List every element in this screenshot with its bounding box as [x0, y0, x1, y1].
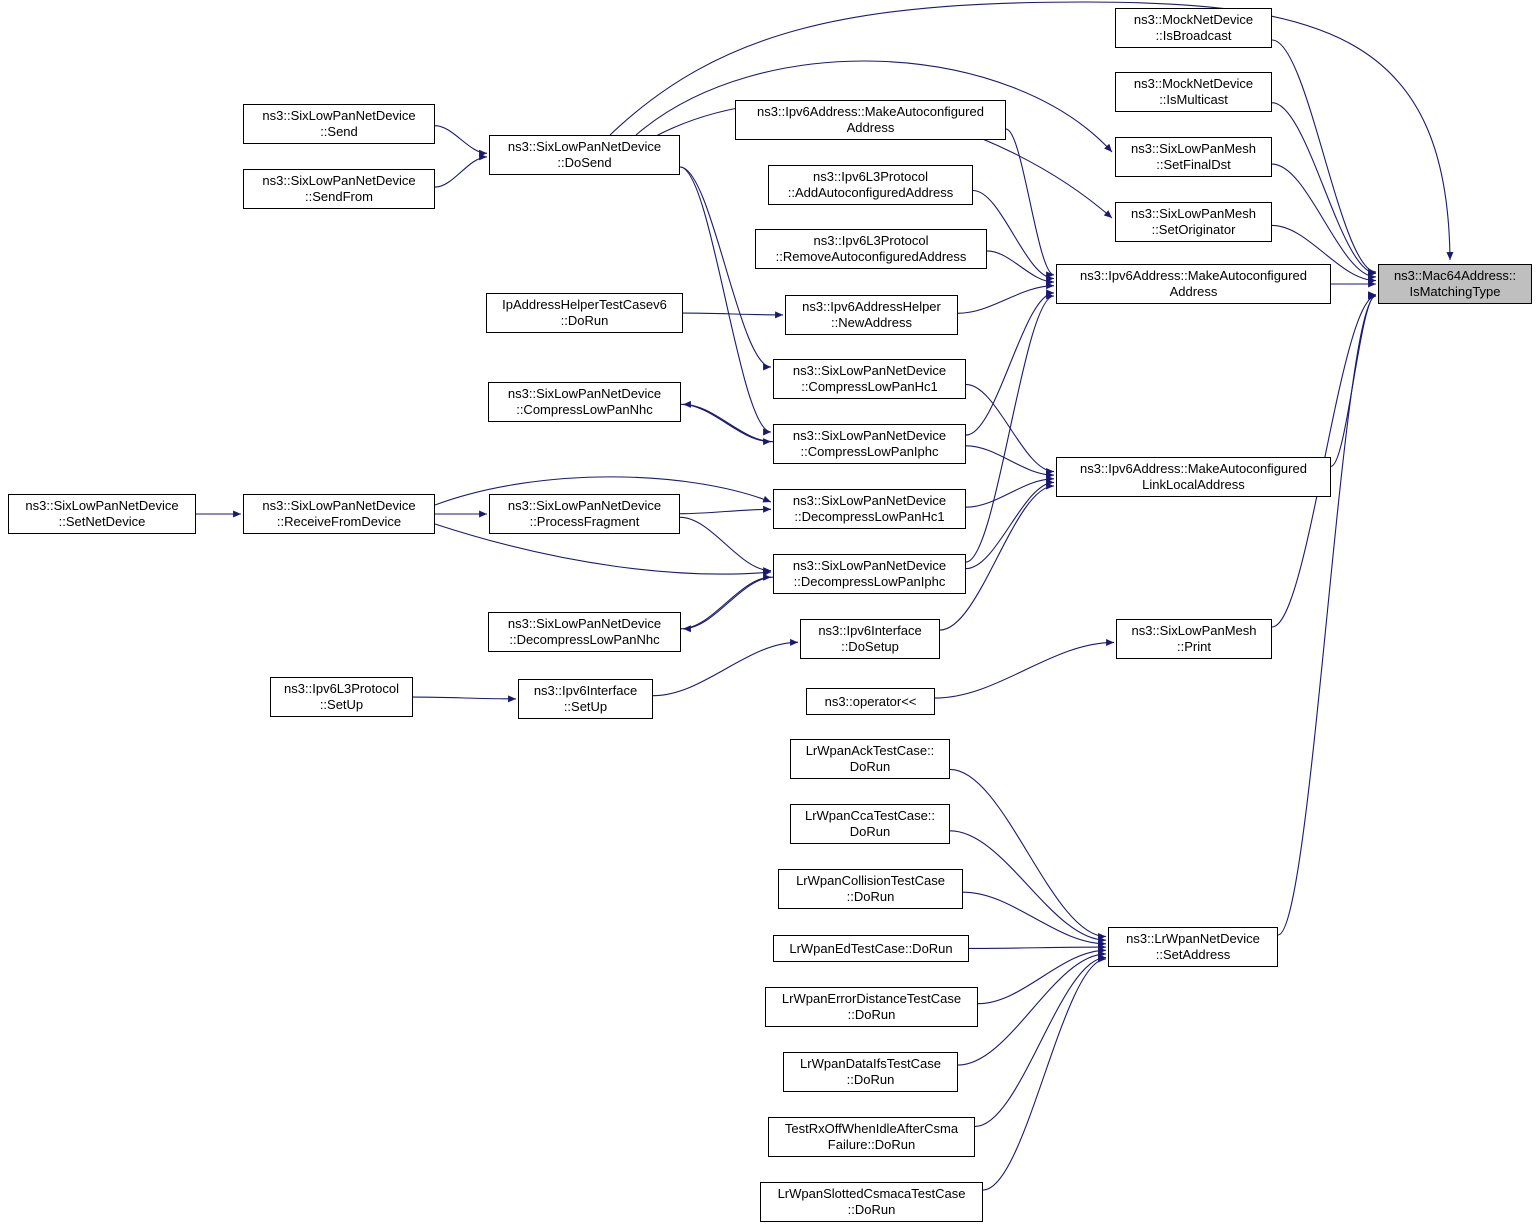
edge-decomphc1->linklocal	[965, 475, 1055, 508]
node-operator-stream[interactable]: ns3::operator<<	[806, 688, 935, 715]
edge-dosend->compressiphc	[679, 166, 772, 436]
node-ipv6interface-setup[interactable]: ns3::Ipv6Interface ::SetUp	[518, 679, 653, 719]
node-lrwpanedtestcase-dorun[interactable]: LrWpanEdTestCase::DoRun	[773, 935, 969, 962]
node-ipv6interface-dosetup[interactable]: ns3::Ipv6Interface ::DoSetup	[800, 619, 940, 659]
node-sixlowpan-send[interactable]: ns3::SixLowPanNetDevice ::Send	[243, 104, 435, 144]
node-makeautoconfiguredaddress-overload[interactable]: ns3::Ipv6Address::MakeAutoconfigured Add…	[735, 100, 1006, 140]
edge-makeauto_top->makeauto_mid	[1005, 128, 1055, 279]
node-addautoconfiguredaddress[interactable]: ns3::Ipv6L3Protocol ::AddAutoconfiguredA…	[768, 165, 973, 205]
edge-decompiphc->makeauto_mid	[965, 292, 1055, 563]
edge-compresshc1->linklocal	[965, 383, 1055, 476]
node-removeautoconfiguredaddress[interactable]: ns3::Ipv6L3Protocol ::RemoveAutoconfigur…	[755, 229, 987, 269]
node-lrwpanccatestcase-dorun[interactable]: LrWpanCcaTestCase:: DoRun	[790, 804, 950, 844]
node-decompresslowpannhc[interactable]: ns3::SixLowPanNetDevice ::DecompressLowP…	[488, 612, 681, 652]
edge-newaddress->makeauto_mid	[957, 282, 1055, 314]
edge-isbroadcast->ismatchingtype	[1271, 39, 1377, 276]
edge-slottedtest->setaddress	[982, 955, 1107, 1191]
node-mocknetdevice-isbroadcast[interactable]: ns3::MockNetDevice ::IsBroadcast	[1115, 8, 1272, 48]
node-sixlowpanmesh-setoriginator[interactable]: ns3::SixLowPanMesh ::SetOriginator	[1115, 202, 1272, 242]
edge-compressiphc->linklocal	[965, 445, 1055, 479]
node-receivefromdevice[interactable]: ns3::SixLowPanNetDevice ::ReceiveFromDev…	[243, 494, 435, 534]
node-sixlowpan-dosend[interactable]: ns3::SixLowPanNetDevice ::DoSend	[489, 135, 680, 175]
node-processfragment[interactable]: ns3::SixLowPanNetDevice ::ProcessFragmen…	[489, 494, 680, 534]
edge-iptestcase->newaddress	[682, 311, 784, 319]
edge-send->dosend	[434, 125, 488, 157]
edge-sendfrom->dosend	[434, 153, 488, 188]
node-compresslowpannhc[interactable]: ns3::SixLowPanNetDevice ::CompressLowPan…	[488, 382, 681, 422]
edge-linklocal->ismatchingtype	[1330, 291, 1377, 467]
node-lrwpannetdevice-setaddress[interactable]: ns3::LrWpanNetDevice ::SetAddress	[1108, 927, 1278, 967]
edge-edtest->setaddress	[968, 943, 1107, 951]
edge-setfinaldst->ismatchingtype	[1271, 163, 1377, 281]
edge-decompiphc->linklocal	[965, 478, 1055, 570]
node-mocknetdevice-ismulticast[interactable]: ns3::MockNetDevice ::IsMulticast	[1115, 72, 1272, 112]
node-decompresslowpaniphc[interactable]: ns3::SixLowPanNetDevice ::DecompressLowP…	[773, 554, 966, 594]
node-lrwpandataifstestcase-dorun[interactable]: LrWpanDataIfsTestCase ::DoRun	[783, 1052, 958, 1092]
node-compresslowpaniphc[interactable]: ns3::SixLowPanNetDevice ::CompressLowPan…	[773, 424, 966, 464]
node-decompresslowpanhc1[interactable]: ns3::SixLowPanNetDevice ::DecompressLowP…	[773, 489, 966, 529]
node-ipv6addresshelper-newaddress[interactable]: ns3::Ipv6AddressHelper ::NewAddress	[785, 295, 958, 335]
node-lrwpanacktestcase-dorun[interactable]: LrWpanAckTestCase:: DoRun	[790, 739, 950, 779]
edge-removeauto->makeauto_mid	[986, 250, 1055, 286]
node-lrwpancollisiontestcase-dorun[interactable]: LrWpanCollisionTestCase ::DoRun	[778, 869, 963, 909]
node-lrwpanslottedcsmacatestcase-dorun[interactable]: LrWpanSlottedCsmacaTestCase ::DoRun	[760, 1182, 983, 1222]
edge-compressiphc->compressnhc	[682, 400, 774, 443]
node-makeautoconfiguredaddress[interactable]: ns3::Ipv6Address::MakeAutoconfigured Add…	[1056, 264, 1331, 304]
node-sixlowpanmesh-setfinaldst[interactable]: ns3::SixLowPanMesh ::SetFinalDst	[1115, 137, 1272, 177]
edge-compressiphc->makeauto_mid	[965, 289, 1055, 436]
edge-ccatest->setaddress	[949, 830, 1107, 944]
node-ipv6l3protocol-setup[interactable]: ns3::Ipv6L3Protocol ::SetUp	[270, 677, 413, 717]
node-compresslowpanhc1[interactable]: ns3::SixLowPanNetDevice ::CompressLowPan…	[773, 359, 966, 399]
node-sixlowpanmesh-print[interactable]: ns3::SixLowPanMesh ::Print	[1116, 619, 1272, 659]
edge-dataifstest->setaddress	[957, 950, 1107, 1066]
edge-operator->print	[934, 638, 1115, 699]
edge-compressnhc->compressiphc	[680, 403, 772, 446]
node-lrwpanerrordistancetestcase-dorun[interactable]: LrWpanErrorDistanceTestCase ::DoRun	[765, 987, 978, 1027]
edge-collisiontest->setaddress	[962, 891, 1107, 948]
edge-setaddress->ismatchingtype	[1277, 292, 1377, 936]
edge-rxofftest->setaddress	[974, 954, 1107, 1127]
edge-errordistancetest->setaddress	[977, 946, 1107, 1005]
node-makeautoconfiguredlinklocaladdress[interactable]: ns3::Ipv6Address::MakeAutoconfigured Lin…	[1056, 457, 1331, 497]
edge-ipv6l3setup->ipv6ifsetup	[412, 695, 517, 703]
edge-decompnhc->decompiphc	[680, 573, 772, 630]
node-setnetdevice[interactable]: ns3::SixLowPanNetDevice ::SetNetDevice	[8, 494, 196, 534]
edge-ismulticast->ismatchingtype	[1271, 102, 1377, 277]
node-testrxoffwhenidleaftercsmafailure-dorun[interactable]: TestRxOffWhenIdleAfterCsma Failure::DoRu…	[768, 1117, 975, 1157]
node-mac64address-ismatchingtype: ns3::Mac64Address:: IsMatchingType	[1378, 264, 1532, 304]
node-sixlowpan-sendfrom[interactable]: ns3::SixLowPanNetDevice ::SendFrom	[243, 169, 435, 209]
node-ipaddresshelpertestcasev6-dorun[interactable]: IpAddressHelperTestCasev6 ::DoRun	[486, 293, 683, 333]
edge-acktest->setaddress	[949, 768, 1107, 941]
edge-decompiphc->decompnhc	[682, 576, 774, 633]
edge-processfragment->decomphc1	[679, 505, 772, 515]
edge-processfragment->decompiphc	[679, 516, 772, 575]
